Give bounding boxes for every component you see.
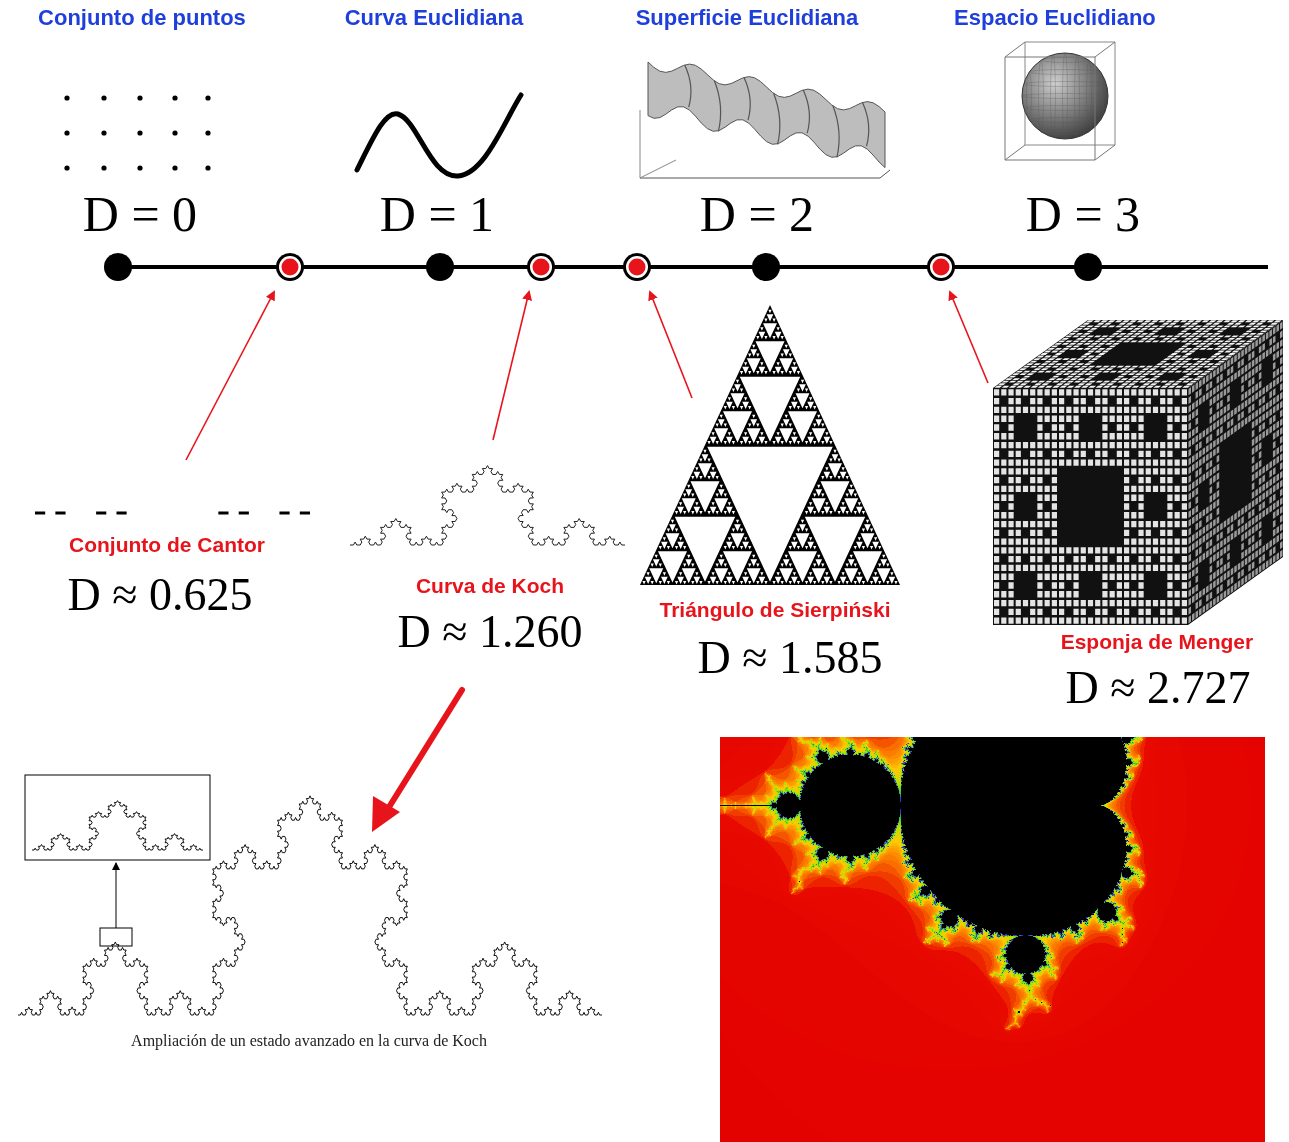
sphere-meridian [1027, 72, 1032, 119]
caption-note: Ampliación de un estado avanzado en la c… [131, 1032, 487, 1050]
dimension-heading: Curva Euclidiana [345, 5, 524, 30]
mark-ring [527, 253, 555, 281]
dimension-heading: Superficie Euclidiana [636, 5, 859, 30]
koch-curve [350, 466, 625, 545]
fractal-marks [276, 253, 955, 281]
sponge-front-face [993, 388, 1188, 625]
point [64, 165, 69, 170]
dimension-value: D = 1 [380, 186, 494, 244]
point [101, 165, 106, 170]
sphere-parallel [1024, 106, 1107, 111]
euclidean-surface [640, 62, 890, 178]
sphere-parallel [1041, 58, 1088, 63]
point [101, 130, 106, 135]
euclidean-space [1005, 42, 1115, 160]
surface-ripple [714, 81, 720, 132]
point [64, 130, 69, 135]
mark-gap [530, 256, 552, 278]
fractal-name: Esponja de Menger [1061, 630, 1254, 654]
fractal-name: Curva de Koch [416, 574, 564, 598]
sponge-face-ground [993, 388, 1188, 625]
surface-ripple [803, 90, 809, 133]
cantor-segment [55, 512, 65, 515]
mark-ring [623, 253, 651, 281]
fractal-dimension: D ≈ 1.585 [698, 632, 883, 685]
sphere-parallel [1041, 130, 1088, 135]
mark-ring [927, 253, 955, 281]
cantor-segment [116, 512, 126, 515]
sphere-meridian [1063, 53, 1068, 139]
zoom-inset-frame [25, 775, 210, 860]
cantor-segment [279, 512, 289, 515]
surface-ripple [685, 65, 691, 107]
surface-ripple [863, 103, 869, 147]
point [172, 130, 177, 135]
mark-dot [629, 259, 646, 276]
point [172, 165, 177, 170]
sphere-meridian [1099, 72, 1104, 119]
point [205, 165, 210, 170]
sphere-meridian [1087, 60, 1092, 131]
dimension-heading: Espacio Euclidiano [954, 5, 1156, 30]
fractal-name: Conjunto de Cantor [69, 533, 265, 557]
point [64, 95, 69, 100]
mark-dot [282, 259, 299, 276]
integer-marks [104, 253, 1102, 281]
fractal-dimension: D ≈ 1.260 [398, 606, 583, 659]
cantor-segment [300, 512, 310, 515]
point [205, 130, 210, 135]
fractal-dimension: D ≈ 2.727 [1066, 662, 1251, 715]
mark-gap [930, 256, 952, 278]
cantor-segment [96, 512, 106, 515]
surface-ripple [774, 93, 780, 144]
fractal-dimension: D ≈ 0.625 [68, 569, 253, 622]
surface-ripple [744, 78, 750, 121]
point [137, 165, 142, 170]
surface-ripple [833, 106, 839, 158]
mandelbrot-set [720, 737, 1265, 1142]
point [205, 95, 210, 100]
point [172, 95, 177, 100]
cantor-segment [218, 512, 228, 515]
point-set [64, 95, 210, 170]
cantor-segment [239, 512, 249, 515]
zoom-arrow-head [372, 796, 400, 832]
pointer-arrows [186, 292, 988, 460]
menger-sponge [993, 320, 1283, 625]
sponge-top-face [993, 320, 1283, 388]
zoom-arrow [386, 690, 462, 812]
point [137, 130, 142, 135]
mark-dot [533, 259, 550, 276]
euclidean-curve [357, 95, 521, 176]
dimension-value: D = 0 [83, 186, 197, 244]
sponge-cells [995, 320, 1282, 387]
mark-gap [626, 256, 648, 278]
sphere-parallel [1024, 82, 1107, 87]
mark-dot [933, 259, 950, 276]
sponge-face-ground [993, 320, 1283, 388]
fractal-name: Triángulo de Sierpiński [660, 598, 891, 622]
sphere-parallel [1029, 70, 1100, 75]
dimension-value: D = 2 [700, 186, 814, 244]
point [101, 95, 106, 100]
koch-curve-inset [32, 801, 203, 850]
cantor-set [35, 512, 310, 515]
dimension-heading: Conjunto de puntos [38, 5, 246, 30]
sphere-meridian [1051, 55, 1056, 138]
sphere-parallel [1029, 118, 1100, 123]
point [137, 95, 142, 100]
sponge-cells [994, 389, 1187, 624]
zoom-pointer [116, 863, 117, 928]
sphere-meridian [1075, 55, 1080, 138]
zoom-source-frame [100, 928, 132, 946]
sphere-meridian [1039, 60, 1044, 131]
cantor-segment [35, 512, 45, 515]
mark-ring [276, 253, 304, 281]
mark-gap [279, 256, 301, 278]
dimension-value: D = 3 [1026, 186, 1140, 244]
sierpinski-triangle [640, 305, 900, 585]
sierpinski-holes [642, 310, 897, 585]
